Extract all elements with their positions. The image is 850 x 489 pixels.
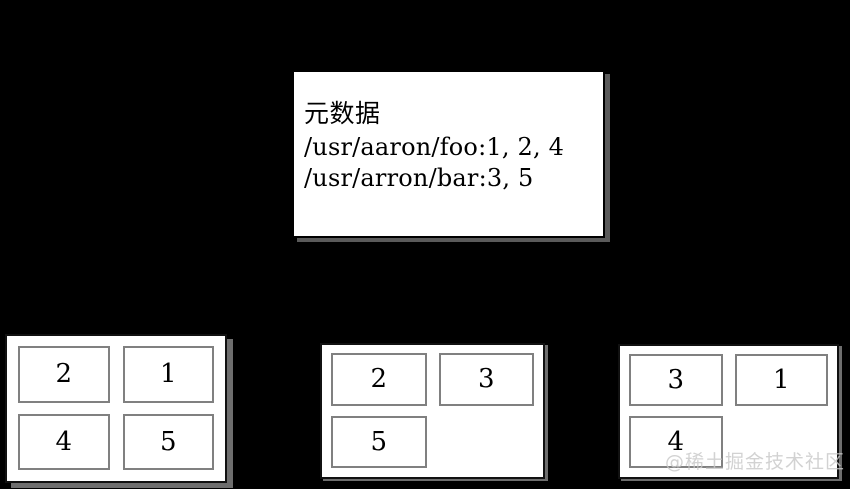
metadata-title: 元数据 <box>304 99 381 128</box>
data-node-panel-3: 3 1 4 <box>618 344 839 479</box>
metadata-entry-foo: /usr/aaron/foo:1, 2, 4 <box>304 133 565 161</box>
metadata-entry-bar: /usr/arron/bar:3, 5 <box>304 163 534 192</box>
metadata-panel: 元数据 /usr/aaron/foo:1, 2, 4 /usr/arron/ba… <box>292 70 605 238</box>
block-cell: 5 <box>331 415 427 468</box>
block-cell: 4 <box>18 413 110 470</box>
block-cell: 5 <box>122 413 214 470</box>
block-cell: 3 <box>629 354 723 406</box>
block-cell: 1 <box>734 354 828 406</box>
block-grid-1: 2 1 4 5 <box>18 346 214 470</box>
block-cell: 3 <box>438 353 534 406</box>
block-cell: 2 <box>331 353 427 406</box>
block-cell: 2 <box>18 346 110 403</box>
block-cell-empty <box>439 416 535 469</box>
block-cell-empty <box>735 416 829 468</box>
block-grid-3: 3 1 4 <box>629 354 828 468</box>
metadata-text-block: 元数据 /usr/aaron/foo:1, 2, 4 /usr/arron/ba… <box>304 98 597 193</box>
data-node-panel-2: 2 3 5 <box>320 343 545 479</box>
block-cell: 1 <box>122 346 214 403</box>
data-node-panel-1: 2 1 4 5 <box>5 334 227 483</box>
block-grid-2: 2 3 5 <box>331 353 534 468</box>
block-cell: 4 <box>629 416 723 468</box>
